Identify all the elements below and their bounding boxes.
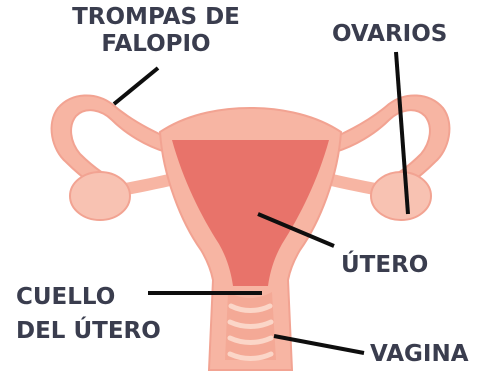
right-ovary (371, 172, 431, 220)
vagina-label: VAGINA (370, 341, 469, 368)
trompas-label: TROMPAS DE FALOPIO (58, 4, 254, 58)
trompas-label-line1: TROMPAS DE (58, 4, 254, 31)
ovarios-label: OVARIOS (332, 21, 447, 48)
cuello-label-line1: CUELLO (16, 280, 161, 314)
trompas-leader-line (114, 68, 158, 104)
cuello-label: CUELLO DEL ÚTERO (16, 280, 161, 348)
cuello-label-line2: DEL ÚTERO (16, 314, 161, 348)
trompas-label-line2: FALOPIO (58, 31, 254, 58)
left-ovary (70, 172, 130, 220)
utero-label: ÚTERO (341, 252, 428, 279)
